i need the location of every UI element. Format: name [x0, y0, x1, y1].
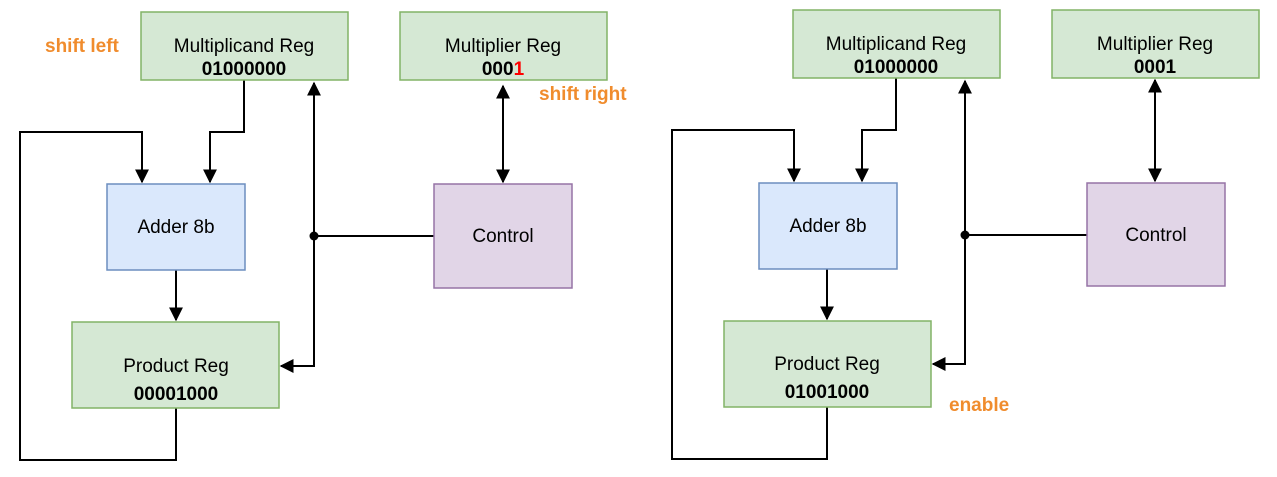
left-annotation-shift-right: shift right [539, 84, 627, 105]
left-wire-control-to-product [279, 236, 315, 373]
left-multiplicand-reg-value: 01000000 [202, 59, 287, 80]
right-multiplicand-reg [792, 9, 1001, 79]
right-product-reg [723, 320, 932, 408]
left-adder [106, 183, 246, 271]
left-multiplier-reg [399, 11, 608, 81]
right-multiplier-reg-title: Multiplier Reg [1097, 34, 1213, 55]
left-wire-product-feedback [19, 131, 177, 461]
left-multiplier-value-lsb: 1 [514, 59, 525, 80]
left-product-reg [71, 321, 280, 409]
left-annotation-shift-left: shift left [45, 36, 120, 57]
left-wire-multiplicand-to-adder [203, 80, 245, 184]
right-wire-multiplicand-to-adder [855, 78, 897, 183]
right-wire-control-to-product [931, 235, 966, 371]
left-diagram: Multiplicand Reg 01000000 Multiplier Reg… [19, 11, 627, 461]
right-product-reg-value: 01001000 [785, 382, 870, 403]
right-product-reg-title: Product Reg [774, 354, 880, 375]
right-multiplier-reg [1051, 9, 1260, 79]
left-multiplier-reg-title: Multiplier Reg [445, 36, 561, 57]
left-control-title: Control [472, 226, 533, 247]
left-multiplier-reg-value: 0001 [482, 59, 525, 80]
right-multiplicand-reg-title: Multiplicand Reg [826, 34, 966, 55]
right-junction-dot [960, 230, 970, 240]
right-control-title: Control [1125, 225, 1186, 246]
left-adder-title: Adder 8b [137, 217, 214, 238]
right-adder-title: Adder 8b [789, 216, 866, 237]
left-product-reg-title: Product Reg [123, 356, 229, 377]
right-adder [758, 182, 898, 270]
left-multiplicand-reg-title: Multiplicand Reg [174, 36, 314, 57]
right-multiplicand-reg-value: 01000000 [854, 57, 939, 78]
right-wire-product-feedback [671, 129, 828, 460]
left-multiplicand-reg [140, 11, 349, 81]
right-annotation-enable: enable [949, 395, 1009, 416]
left-junction-dot [309, 231, 319, 241]
right-multiplier-reg-value: 0001 [1134, 57, 1177, 78]
left-multiplier-value-prefix: 000 [482, 59, 514, 80]
left-control [433, 183, 573, 289]
left-product-reg-value: 00001000 [134, 384, 219, 405]
right-control [1086, 182, 1226, 287]
right-diagram: Multiplicand Reg 01000000 Multiplier Reg… [671, 9, 1260, 460]
